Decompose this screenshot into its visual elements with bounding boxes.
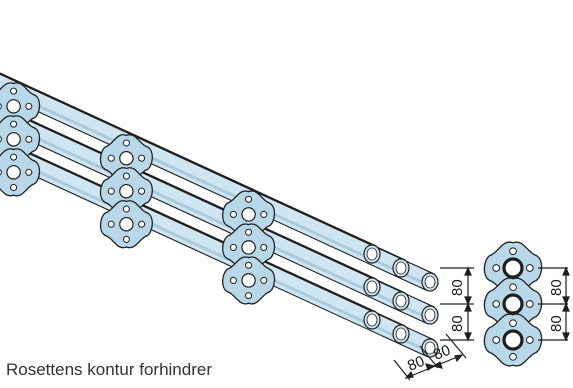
tube-section-ring xyxy=(502,293,524,315)
rosette xyxy=(0,148,41,197)
tube-end-bore xyxy=(395,261,407,275)
tube-end-bore xyxy=(366,313,378,327)
rosette-hole xyxy=(229,210,237,218)
dim-left-top: 80 xyxy=(449,279,466,296)
dimension-annotations: 80 80 80 80 80 80 xyxy=(393,266,570,381)
rosette-center-hole xyxy=(6,165,21,180)
rosette xyxy=(99,200,153,249)
rosette-hole xyxy=(122,139,130,147)
dim-bottom-left: 80 xyxy=(405,353,427,375)
rosette-hole xyxy=(492,264,501,272)
tube-end-bore xyxy=(395,294,407,308)
rosette-hole xyxy=(107,220,115,228)
rosette xyxy=(222,256,276,305)
rosette-hole xyxy=(245,228,253,236)
rosette-hole xyxy=(509,283,517,292)
rosette-hole xyxy=(25,102,33,110)
tube-end-caps xyxy=(363,244,439,358)
rosette-hole xyxy=(525,336,534,344)
dimension-right xyxy=(538,266,570,342)
rosette-center-hole xyxy=(6,99,21,114)
rosette-hole xyxy=(229,276,237,284)
rosette-hole xyxy=(260,276,268,284)
rosette-hole xyxy=(10,183,18,192)
rosette-hole xyxy=(122,172,130,180)
rosette-plates xyxy=(0,82,276,305)
rosette-hole xyxy=(245,261,253,269)
rosette-hole xyxy=(509,352,517,361)
rosette-center-hole xyxy=(119,150,134,166)
rosette-hole xyxy=(0,136,2,143)
tube-end-bore xyxy=(366,247,378,261)
rosette-hole xyxy=(0,103,2,110)
dim-right-bottom: 80 xyxy=(548,315,565,332)
rosette-hole xyxy=(10,87,18,95)
rosette xyxy=(483,277,543,331)
rosette-hole xyxy=(509,247,517,256)
rosette-hole xyxy=(0,169,2,176)
rosette-hole xyxy=(122,235,130,243)
rosette-hole xyxy=(25,168,33,176)
dimension-bottom xyxy=(393,333,467,381)
caption-text: Rosettens kontur forhindrer xyxy=(6,360,212,379)
dim-left-bottom: 80 xyxy=(449,315,466,332)
rosette-hole xyxy=(245,195,253,203)
rosette-hole xyxy=(525,264,534,272)
rosette-hole xyxy=(492,336,501,344)
tube-end-bore xyxy=(424,341,436,355)
rosette-hole xyxy=(138,220,146,228)
dim-right-top: 80 xyxy=(548,279,565,296)
dim-bottom-right: 80 xyxy=(431,342,453,364)
rosette-hole xyxy=(260,243,268,251)
tube-end-bore xyxy=(424,275,436,289)
rosette-center-hole xyxy=(6,132,21,147)
rosette-hole xyxy=(229,243,237,251)
rosette-hole xyxy=(245,292,253,300)
dimension-left xyxy=(440,266,474,342)
rosette-hole xyxy=(525,300,534,308)
rosette-cross-section xyxy=(483,241,543,367)
tube-bundle xyxy=(0,72,435,357)
rosette-hole xyxy=(107,187,115,195)
rosette-hole xyxy=(10,120,18,128)
tube-section-ring xyxy=(502,329,524,351)
rosette-center-hole xyxy=(241,273,256,288)
rosette-hole xyxy=(492,300,501,308)
tube-section-ring xyxy=(502,257,524,279)
rosette-hole xyxy=(25,135,33,143)
rosette-hole xyxy=(10,153,18,161)
rosette xyxy=(483,313,543,367)
rosette-hole xyxy=(122,205,130,213)
rosette-hole xyxy=(138,187,146,195)
rosette-center-hole xyxy=(241,207,256,222)
rosette-hole xyxy=(509,319,517,328)
rosette-hole xyxy=(138,154,146,162)
rosette xyxy=(222,223,276,272)
rosette-hole xyxy=(260,210,268,218)
rosette-hole xyxy=(107,154,115,162)
rosette-center-hole xyxy=(119,183,134,199)
tube-end-bore xyxy=(366,280,378,294)
rosette-center-hole xyxy=(241,240,256,255)
rosette-center-hole xyxy=(119,216,134,232)
tube-end-bore xyxy=(395,327,407,341)
tube-end-bore xyxy=(424,308,436,322)
